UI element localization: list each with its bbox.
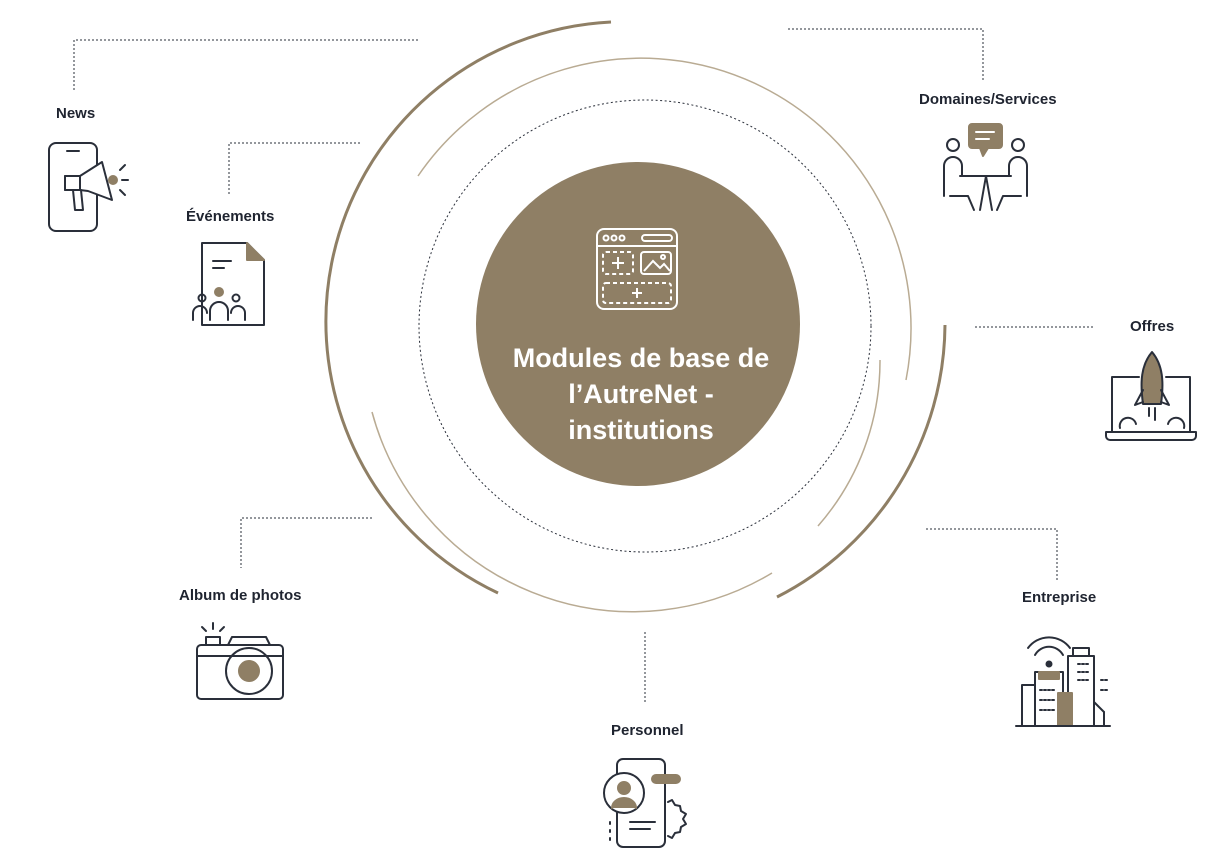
- outer-ring-arc-left: [324, 20, 612, 595]
- leader-lines: [73, 28, 1094, 703]
- center-title-line-3: institutions: [568, 415, 714, 445]
- leader-evenements: [228, 142, 360, 196]
- web-modules-icon: [596, 228, 678, 310]
- module-label-entreprise: Entreprise: [1022, 589, 1097, 606]
- leader-album: [240, 517, 372, 568]
- module-label-evenements: Événements: [186, 208, 275, 225]
- staff-profile-icon: [603, 758, 687, 848]
- inner-ring-arc-right: [817, 359, 881, 527]
- outer-ring-arc-right: [776, 324, 947, 599]
- center-title-line-1: Modules de base de: [512, 343, 770, 373]
- center-title: Modules de base de l’AutreNet - institut…: [476, 340, 806, 448]
- middle-ring-arc-bottom: [371, 411, 773, 613]
- inner-dotted-ring: [418, 99, 872, 553]
- event-document-icon: [192, 242, 265, 326]
- leader-domaines: [788, 28, 984, 80]
- company-building-icon: [1015, 636, 1111, 727]
- module-label-personnel: Personnel: [611, 722, 684, 739]
- module-label-album: Album de photos: [179, 587, 302, 604]
- module-label-news: News: [56, 105, 96, 122]
- rocket-laptop-icon: [1105, 351, 1197, 441]
- center-disc: [476, 162, 800, 486]
- camera-icon: [196, 622, 284, 700]
- megaphone-phone-icon: [48, 142, 129, 232]
- meeting-discussion-icon: [943, 123, 1028, 211]
- leader-news: [73, 39, 418, 92]
- center-title-line-2: l’AutreNet -: [568, 379, 714, 409]
- middle-ring-arc-top: [417, 57, 912, 381]
- module-label-domaines: Domaines/Services: [919, 91, 1057, 108]
- orbit-rings: [324, 20, 947, 613]
- module-label-offres: Offres: [1130, 318, 1175, 335]
- leader-entreprise: [926, 528, 1058, 580]
